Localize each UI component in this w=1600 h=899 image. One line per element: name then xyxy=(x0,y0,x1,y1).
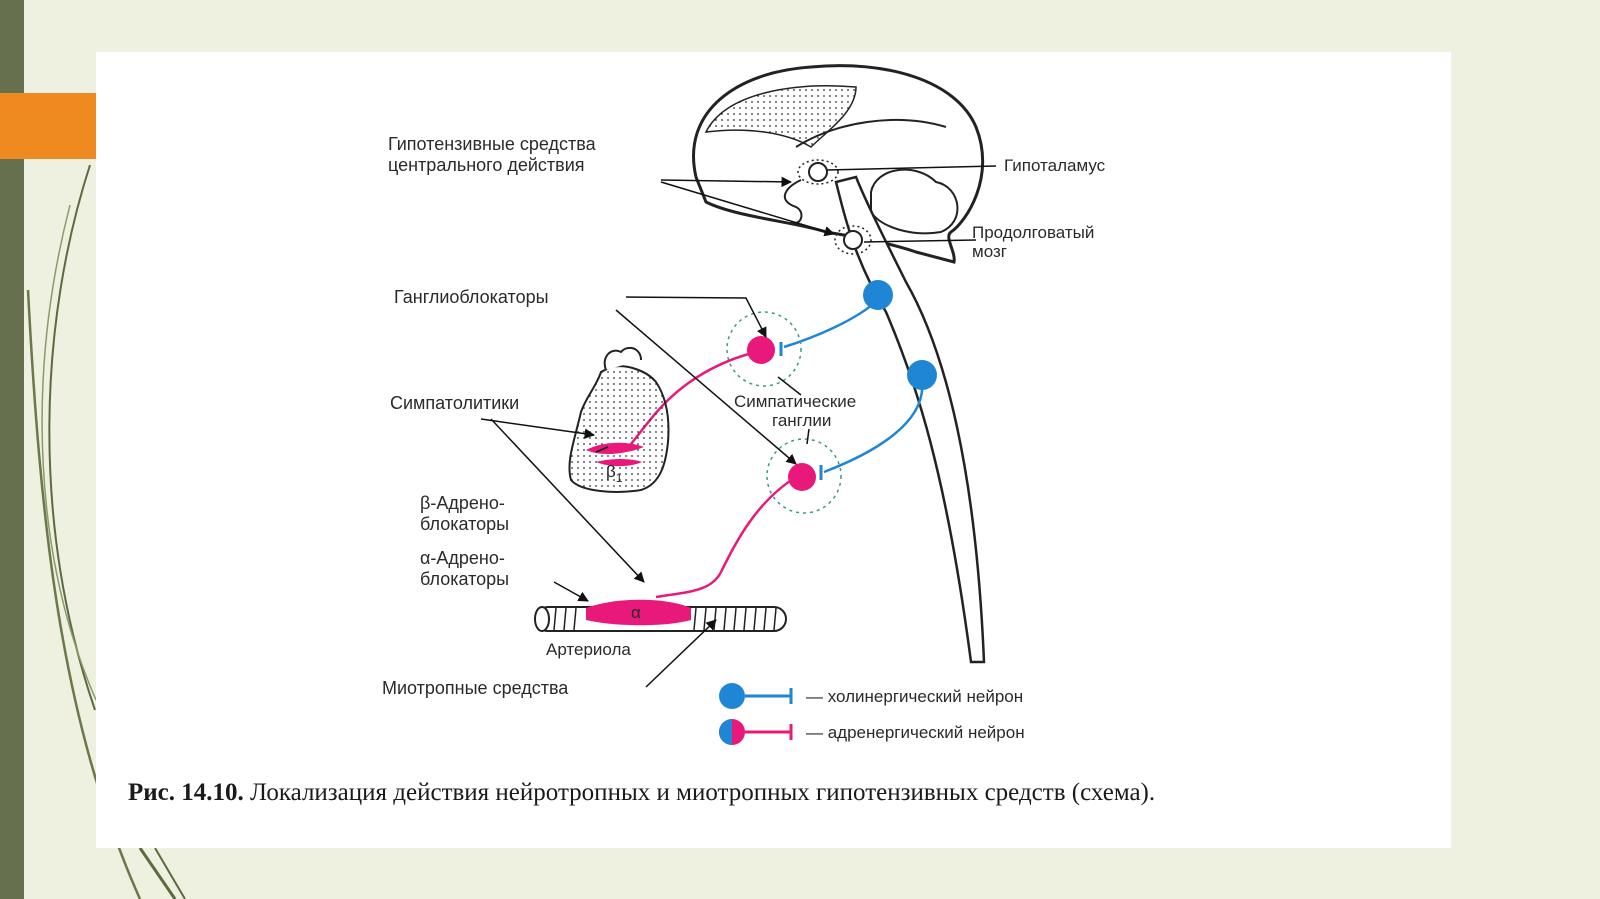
figure-panel: β1 α Гипотензивные ср xyxy=(96,52,1451,848)
pointer-central-to-hypothalamus xyxy=(660,176,793,188)
label-beta-blockers-line2: блокаторы xyxy=(420,514,509,534)
legend-item-adrenergic: — адренергический нейрон xyxy=(719,719,1025,745)
decorative-curve xyxy=(41,204,97,701)
pointer-alpha-blockers xyxy=(553,581,589,602)
label-central-line1: Гипотензивные средства xyxy=(388,134,597,154)
arteriole-ribs xyxy=(553,607,777,631)
adrenergic-neuron-upper xyxy=(747,336,775,364)
label-medulla-line1: Продолговатый xyxy=(972,223,1094,242)
alpha-receptor-label: α xyxy=(631,603,641,622)
label-medulla-line2: мозг xyxy=(972,242,1007,261)
figure-caption: Рис. 14.10. Локализация действия нейротр… xyxy=(128,780,1418,805)
heart-beta-receptor xyxy=(586,442,644,454)
arteriole-alpha-receptor xyxy=(586,599,691,626)
slide-accent-tab xyxy=(0,93,96,159)
decorative-curve xyxy=(138,847,177,899)
brain-inner-fold xyxy=(704,85,857,148)
legend-item-cholinergic: — холинергический нейрон xyxy=(719,683,1023,709)
medulla-dotted-zone xyxy=(834,225,872,255)
pointer-medulla xyxy=(863,239,977,243)
cholinergic-fiber-lower xyxy=(823,381,924,474)
caption-text: Локализация действия нейротропных и миот… xyxy=(243,779,1156,806)
label-central-line2: центрального действия xyxy=(388,155,585,175)
label-arteriole: Артериола xyxy=(546,640,631,659)
heart-vessels xyxy=(603,346,642,371)
adrenergic-axon-icon xyxy=(745,724,793,740)
brain-illustration xyxy=(692,64,986,664)
pituitary-stalk xyxy=(783,179,803,224)
adrenergic-neuron-icon-half xyxy=(719,719,732,745)
heart-beta-receptor xyxy=(596,459,642,467)
label-myotropic: Миотропные средства xyxy=(382,678,569,698)
label-symp-ganglia-line1: Симпатические xyxy=(734,392,856,411)
pointer-symp-ganglia-lower xyxy=(806,428,810,445)
pointer-beta-blockers xyxy=(595,446,609,453)
pointer-ganglioblockers-lower xyxy=(615,309,797,465)
legend-adrenergic-label: — адренергический нейрон xyxy=(806,723,1025,742)
pointer-ganglioblockers-upper xyxy=(625,296,767,338)
label-alpha-blockers-line1: α-Адрено- xyxy=(420,548,505,568)
decorative-curve xyxy=(48,164,96,711)
cholinergic-neuron-icon xyxy=(719,683,745,709)
adrenergic-neuron-lower xyxy=(788,463,816,491)
hypotensive-drugs-diagram: β1 α Гипотензивные ср xyxy=(382,64,1106,745)
caption-prefix: Рис. 14.10. xyxy=(128,779,244,806)
adrenergic-fiber-arteriole xyxy=(655,475,797,599)
label-sympatholytics: Симпатолитики xyxy=(390,393,519,413)
cholinergic-neuron-upper xyxy=(863,280,893,310)
cholinergic-fiber-upper xyxy=(783,299,879,349)
hypothalamus-dotted-zone xyxy=(797,159,839,185)
cholinergic-neuron-lower xyxy=(907,360,937,390)
pointer-sympatholytics-arteriole xyxy=(490,418,645,583)
label-alpha-blockers-line2: блокаторы xyxy=(420,569,509,589)
legend-cholinergic-label: — холинергический нейрон xyxy=(806,687,1023,706)
label-hypothalamus: Гипоталамус xyxy=(1004,156,1106,175)
legend: — холинергический нейрон — адренергическ… xyxy=(719,683,1025,745)
pointer-central-to-medulla xyxy=(660,181,836,237)
decorative-curve xyxy=(154,847,186,899)
ganglion-upper-ring xyxy=(726,311,802,387)
heart-outline xyxy=(568,365,670,493)
corpus-callosum xyxy=(795,118,947,148)
pointer-myotropic xyxy=(645,619,717,688)
cholinergic-axon-icon xyxy=(745,688,793,704)
arteriole-illustration: α xyxy=(534,599,787,632)
ganglion-lower-ring xyxy=(766,438,842,514)
pointer-lines xyxy=(480,165,997,688)
heart-illustration: β1 xyxy=(568,346,670,493)
medulla-node xyxy=(843,230,863,250)
pointer-sympatholytics-heart xyxy=(480,418,596,439)
label-ganglioblockers: Ганглиоблокаторы xyxy=(394,287,549,307)
hypothalamus-node xyxy=(808,162,828,182)
neural-pathways xyxy=(630,280,937,599)
pointer-symp-ganglia-upper xyxy=(777,376,802,396)
pointer-hypothalamus xyxy=(826,165,997,171)
arteriole-end xyxy=(534,606,550,632)
label-symp-ganglia-line2: ганглии xyxy=(772,411,831,430)
beta1-receptor-label: β1 xyxy=(606,462,623,485)
label-beta-blockers-line1: β-Адрено- xyxy=(420,493,505,513)
cerebellum xyxy=(870,168,959,235)
